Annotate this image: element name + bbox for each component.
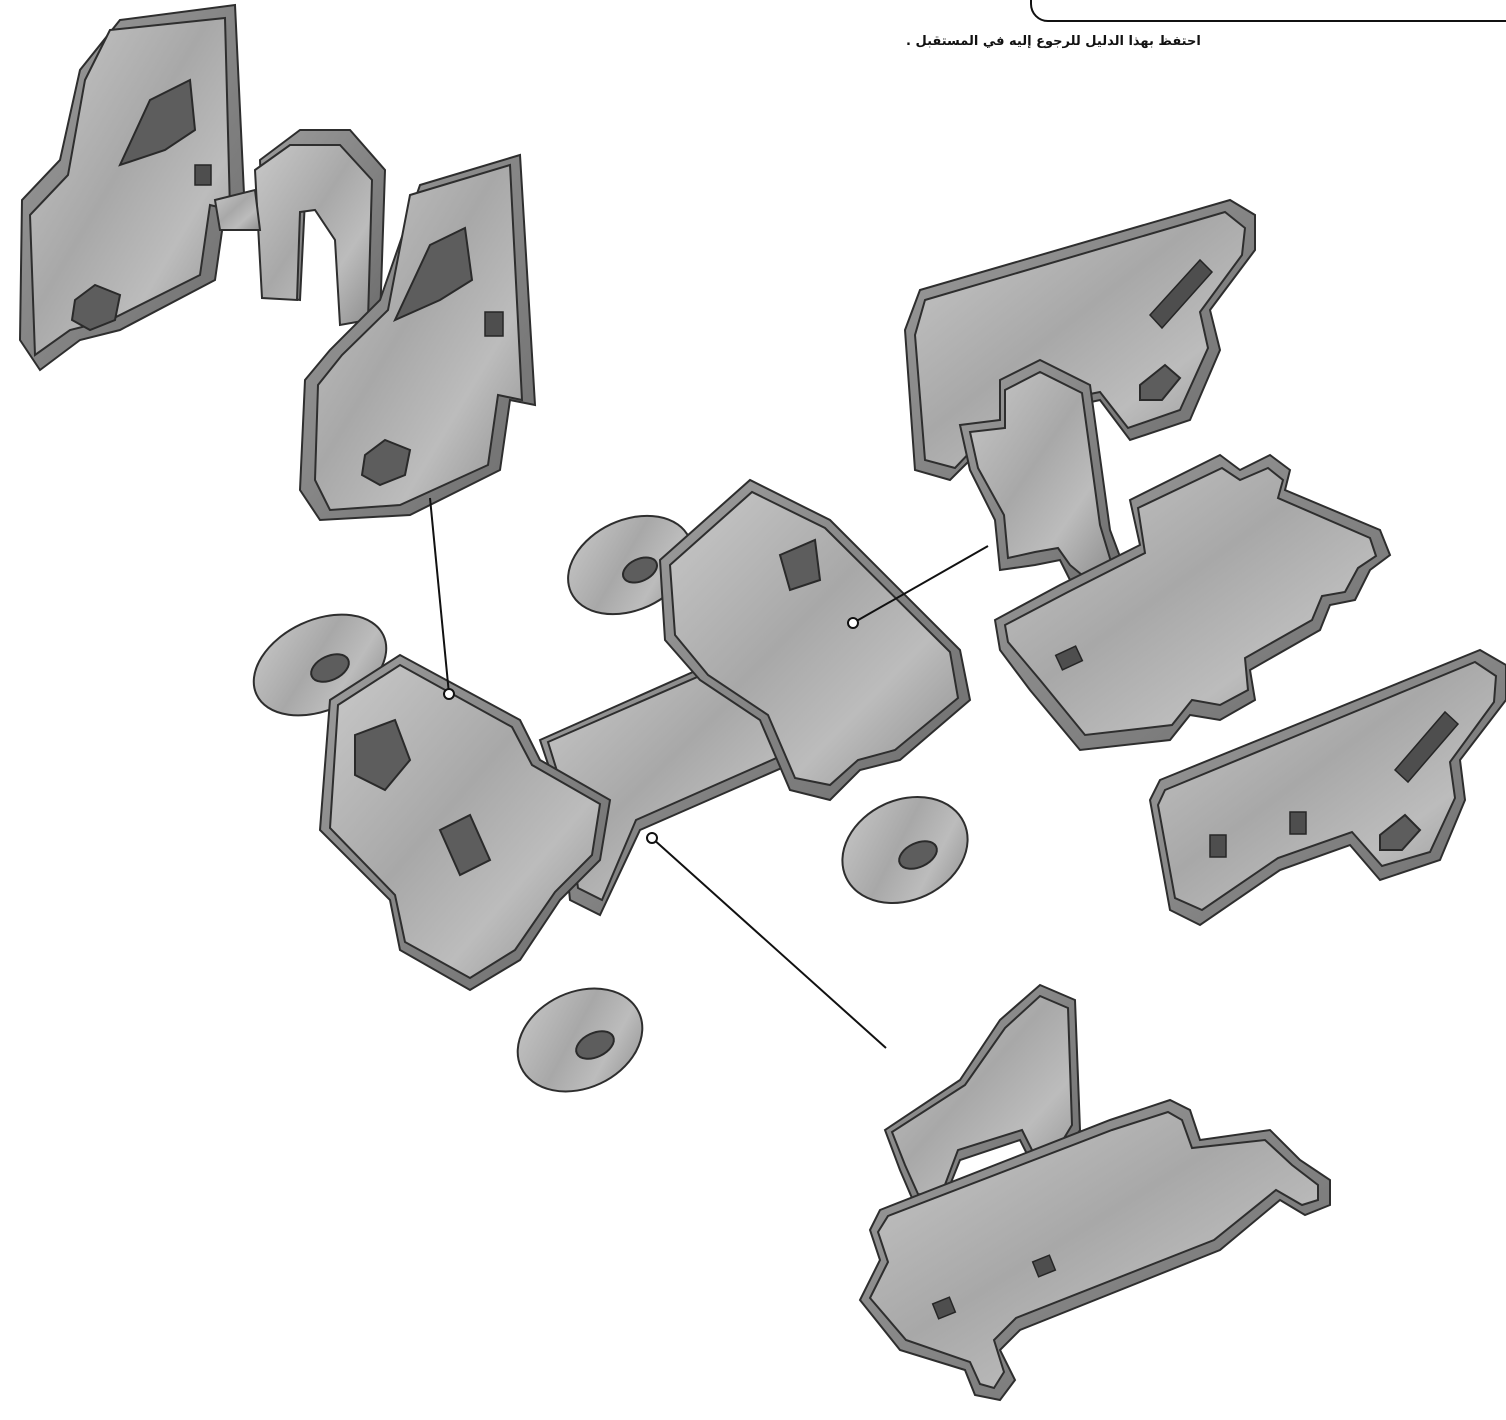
leader-dot-cargo [848, 618, 858, 628]
tab-slot [195, 165, 211, 185]
leader-dot-chassis [647, 833, 657, 843]
tab-slot [485, 312, 503, 336]
cab-left-panel-back [20, 5, 245, 370]
leader-line-cab [430, 498, 449, 694]
assembled-truck [238, 480, 986, 1111]
leader-dot-cab [444, 689, 454, 699]
